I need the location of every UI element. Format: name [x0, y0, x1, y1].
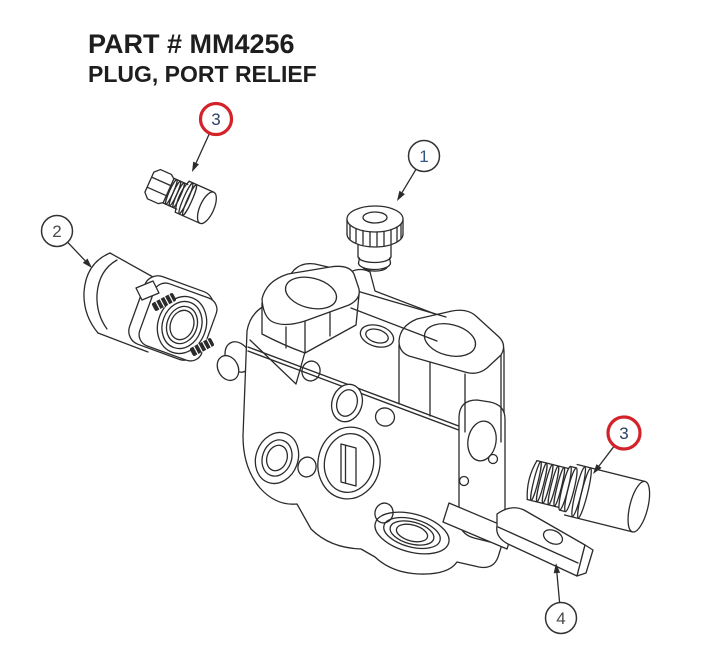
- plug-item-3-upper-drawing: [144, 168, 217, 225]
- leader-arrowhead: [397, 190, 405, 201]
- leader-arrowhead: [593, 464, 602, 474]
- callout-circle: [198, 101, 234, 137]
- cartridge-item-2-drawing: [83, 252, 218, 362]
- lever-arm-item-4-drawing: [442, 502, 594, 577]
- callout-number: 3: [211, 110, 220, 129]
- callout-4: 4: [544, 563, 578, 635]
- callout-2: 2: [40, 214, 92, 268]
- part-number-title: PART # MM4256: [88, 29, 295, 59]
- knob-item-1-drawing: [346, 205, 404, 272]
- callout-circle: [407, 139, 441, 173]
- plug-item-3-right-drawing: [526, 460, 651, 533]
- leader-arrowhead: [192, 161, 199, 172]
- cartridge-stud-lower: [189, 338, 215, 356]
- callout-number: 1: [419, 147, 428, 166]
- callouts: 3 1 2 3: [40, 101, 642, 635]
- part-description-title: PLUG, PORT RELIEF: [88, 61, 317, 88]
- callout-number: 2: [52, 222, 61, 241]
- title-block: PART # MM4256 PLUG, PORT RELIEF: [88, 28, 317, 89]
- callout-number: 3: [619, 424, 628, 443]
- callout-3-upper: 3: [192, 101, 234, 172]
- leader-arrowhead: [82, 258, 92, 268]
- callout-number: 4: [556, 609, 565, 628]
- callout-1: 1: [397, 139, 441, 201]
- callout-circle: [544, 601, 578, 635]
- leader-arrowhead: [553, 563, 561, 574]
- valve-body-drawing: [216, 262, 506, 575]
- cartridge-stud-upper: [151, 293, 177, 311]
- callout-circle: [606, 415, 642, 451]
- callout-circle: [40, 214, 74, 248]
- callout-3-right: 3: [593, 415, 642, 474]
